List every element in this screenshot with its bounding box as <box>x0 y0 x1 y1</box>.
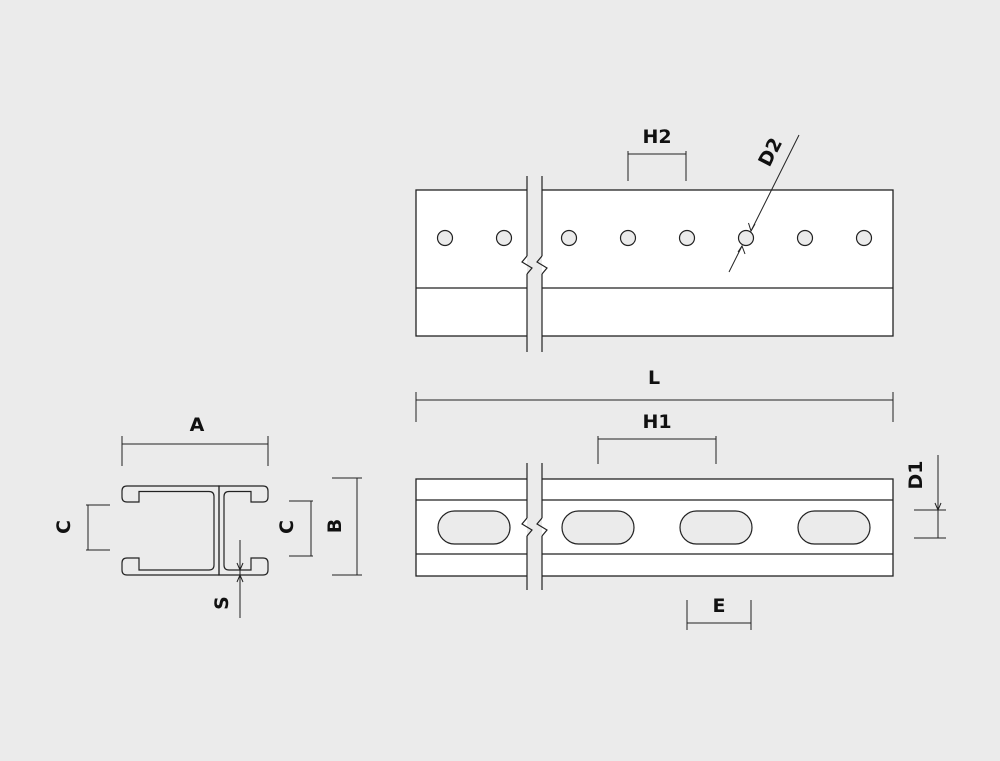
break-symbol-top <box>521 176 548 352</box>
round-hole <box>678 229 696 247</box>
right-channel-profile <box>218 485 269 576</box>
top-view-panel <box>415 189 894 337</box>
side-view: H1 E D1 <box>415 411 946 630</box>
round-hole <box>796 229 814 247</box>
break-symbol-side <box>521 463 548 590</box>
slot-hole <box>437 510 511 545</box>
left-channel-profile <box>121 485 220 576</box>
round-hole <box>619 229 637 247</box>
label-H2: H2 <box>642 126 671 148</box>
cross-section: A C C B S <box>53 414 362 618</box>
label-C-right: C <box>276 520 298 534</box>
label-D1: D1 <box>905 461 927 490</box>
label-B: B <box>324 519 346 533</box>
dimension-A: A <box>121 414 269 466</box>
label-D2: D2 <box>754 134 787 170</box>
dimension-C-left: C <box>53 504 110 551</box>
dimension-C-right: C <box>276 500 313 557</box>
dimension-L: L <box>415 367 894 422</box>
round-hole <box>495 229 513 247</box>
round-hole <box>855 229 873 247</box>
label-L: L <box>648 367 660 389</box>
round-hole <box>436 229 454 247</box>
slot-hole <box>797 510 871 545</box>
dimension-B: B <box>324 477 362 576</box>
label-H1: H1 <box>642 411 671 433</box>
label-E: E <box>713 595 726 617</box>
dimension-H1: H1 <box>597 411 717 464</box>
dimension-D1: D1 <box>905 455 946 539</box>
round-hole <box>737 229 755 247</box>
dimension-H2: H2 <box>627 126 687 181</box>
slot-hole <box>679 510 753 545</box>
dimension-S: S <box>211 540 244 618</box>
top-view: H2 D2 <box>415 126 894 352</box>
round-hole <box>560 229 578 247</box>
label-A: A <box>190 414 205 436</box>
label-C-left: C <box>53 520 75 534</box>
slot-hole <box>561 510 635 545</box>
dimension-E: E <box>686 595 752 630</box>
label-S: S <box>211 596 233 610</box>
